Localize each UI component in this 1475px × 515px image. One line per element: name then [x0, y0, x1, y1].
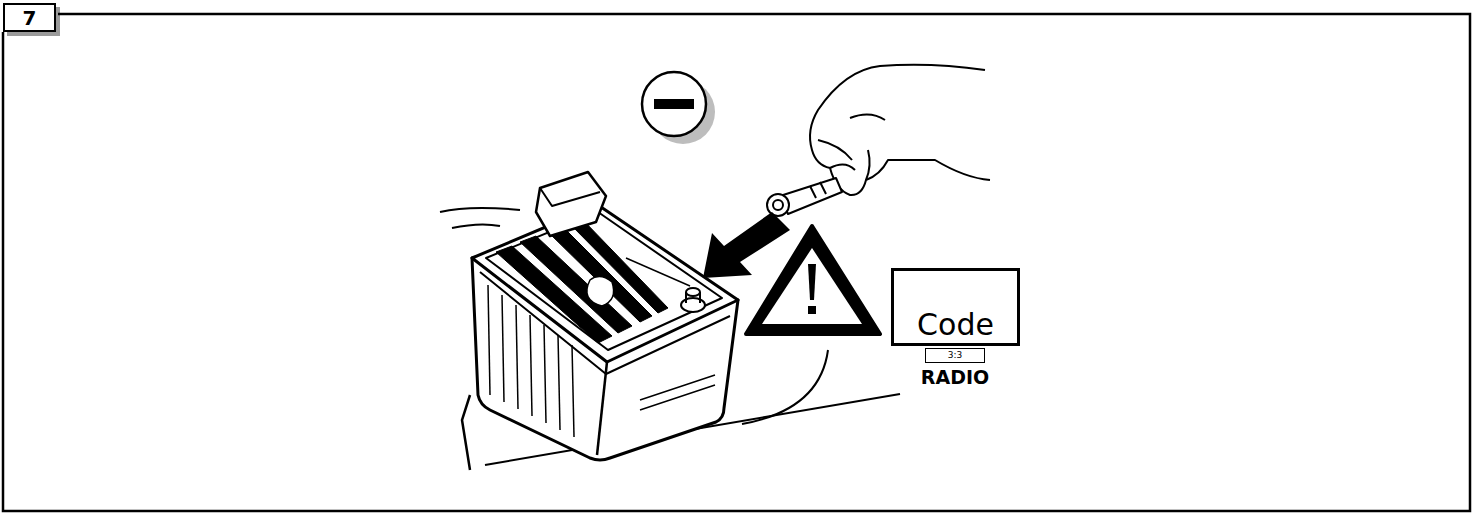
- leader-line: [742, 350, 828, 424]
- frame: [3, 14, 1470, 511]
- minus-symbol: [642, 72, 715, 144]
- node-text: Code: [917, 310, 994, 340]
- display-box: 3:3: [925, 348, 985, 363]
- bracket: [462, 395, 470, 470]
- node-text: 3:3: [948, 351, 962, 360]
- node-text: 7: [23, 8, 37, 28]
- hand-with-clamp: [767, 65, 990, 216]
- radio-code-box: Code: [891, 268, 1020, 346]
- battery: [440, 172, 738, 460]
- pointer-arrow: [703, 212, 790, 278]
- warning-triangle: [746, 226, 880, 334]
- radio-label: RADIO: [890, 368, 1020, 387]
- step-number-tab: 7: [3, 3, 56, 32]
